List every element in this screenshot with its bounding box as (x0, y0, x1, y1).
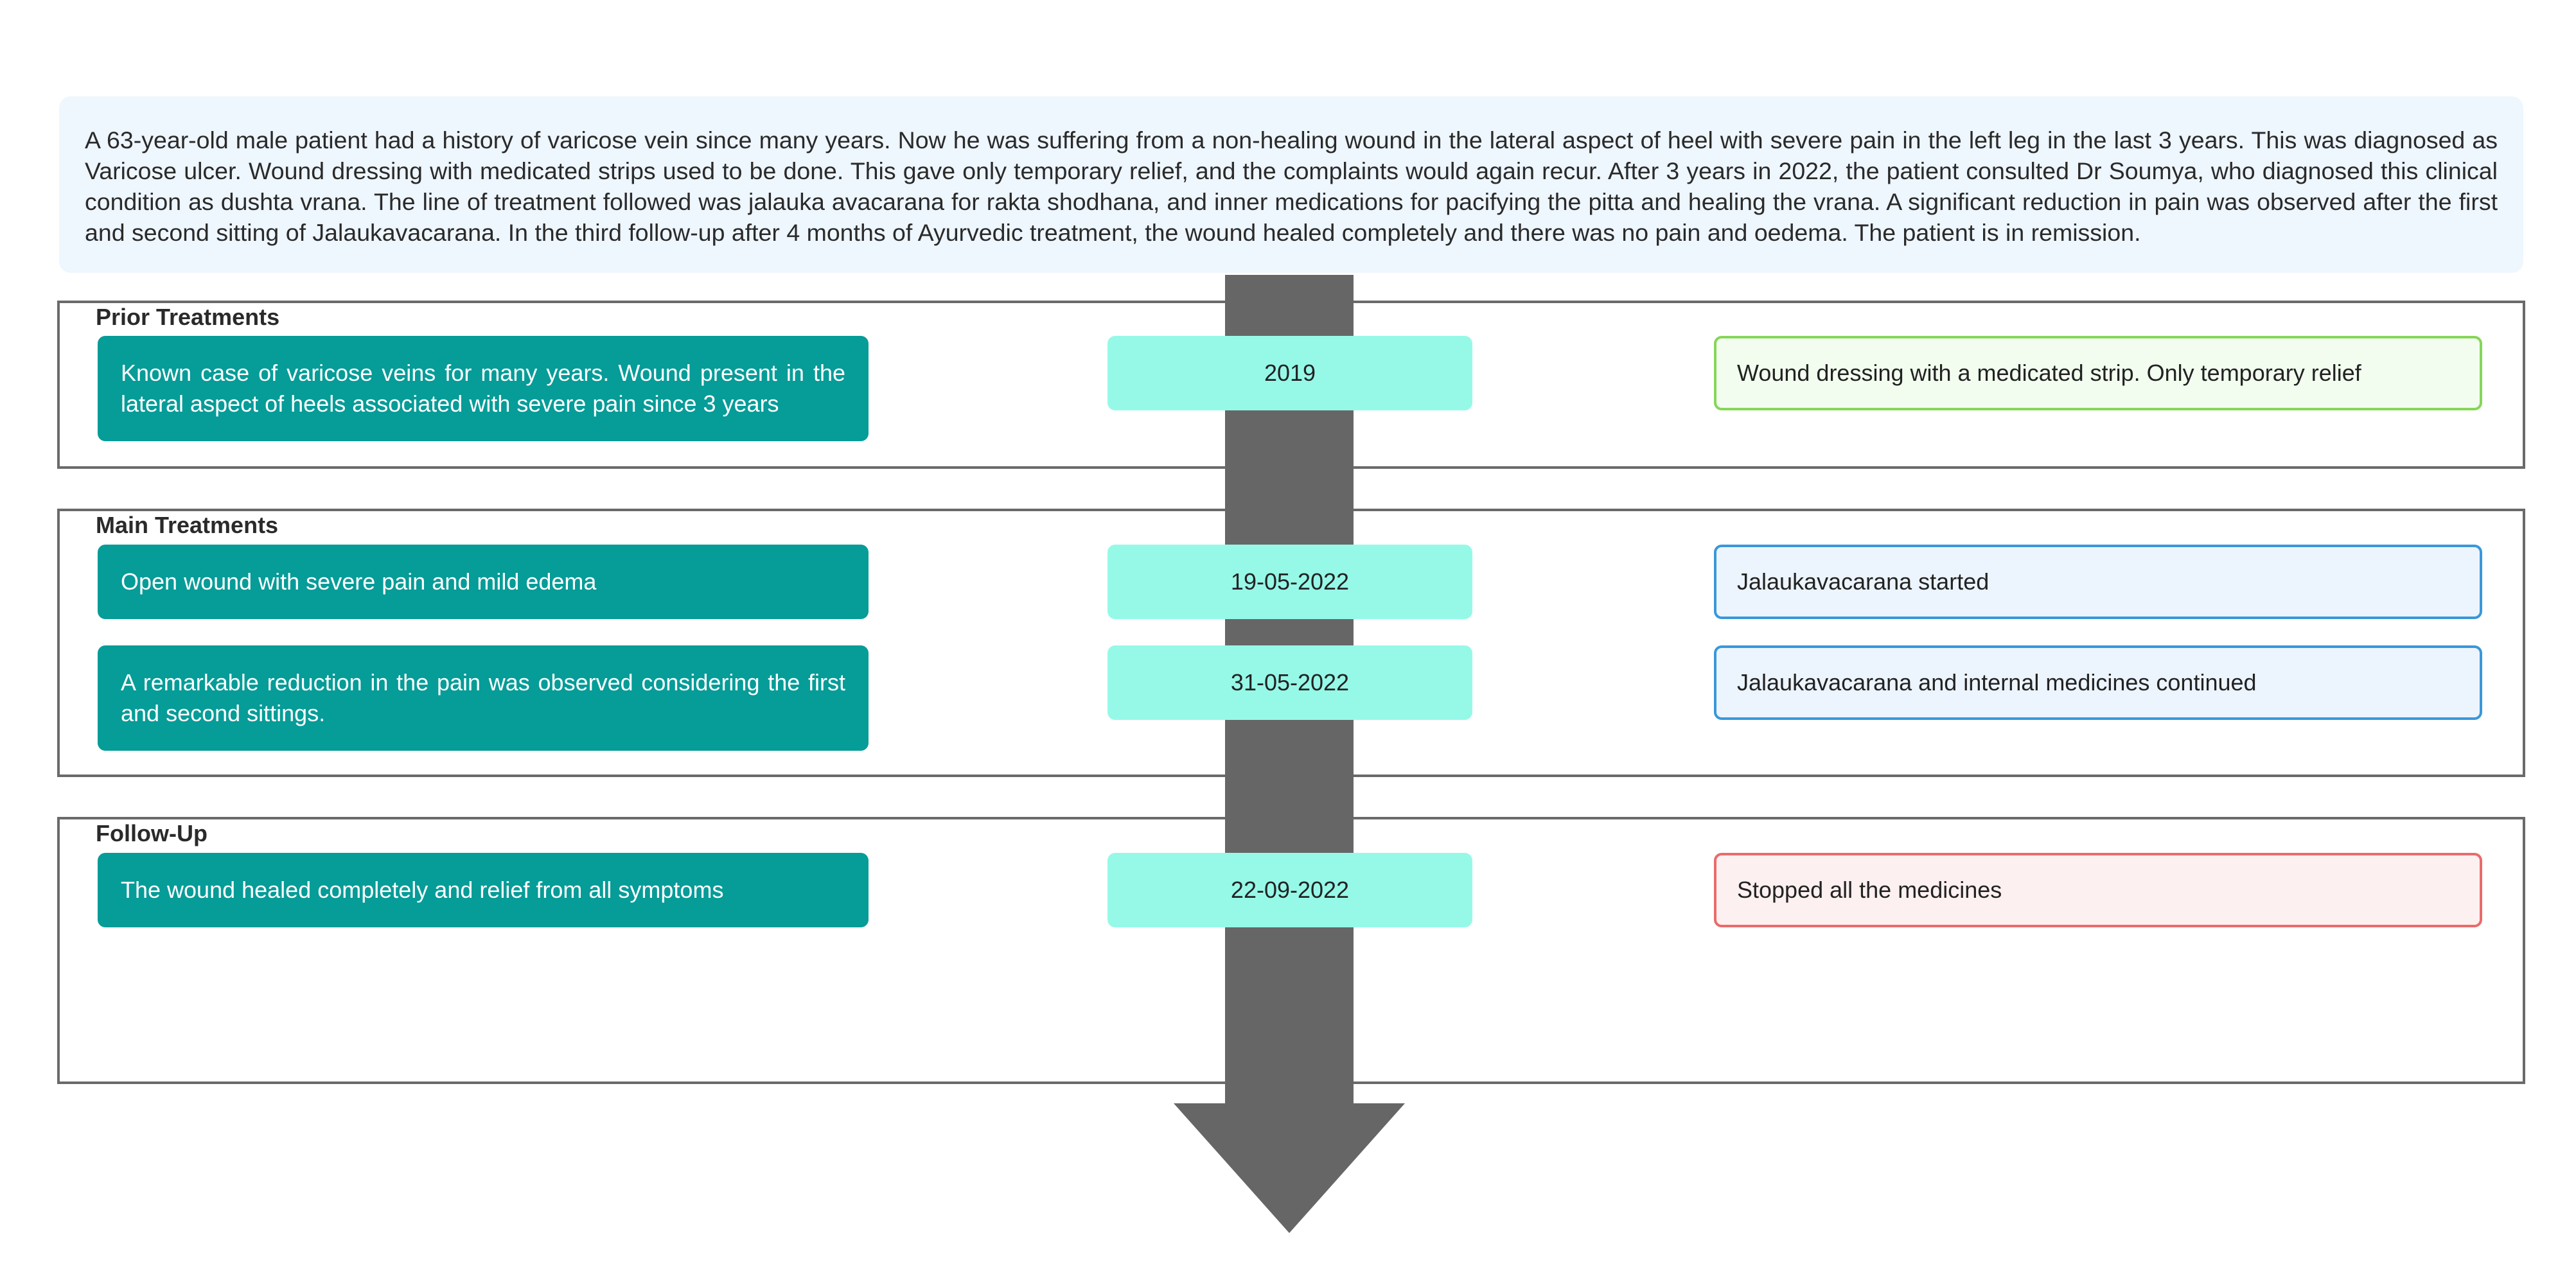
treatment-box: Wound dressing with a medicated strip. O… (1714, 336, 2482, 410)
date-box: 2019 (1107, 336, 1472, 410)
finding-box: Known case of varicose veins for many ye… (98, 336, 869, 441)
case-summary: A 63-year-old male patient had a history… (59, 96, 2523, 273)
timeline-arrow-head (1174, 1103, 1405, 1233)
date-box: 31-05-2022 (1107, 645, 1472, 720)
section-title: Follow-Up (96, 820, 207, 846)
finding-box: The wound healed completely and relief f… (98, 853, 869, 927)
treatment-box: Jalaukavacarana started (1714, 545, 2482, 619)
finding-box: A remarkable reduction in the pain was o… (98, 645, 869, 751)
treatment-box: Stopped all the medicines (1714, 853, 2482, 927)
date-box: 22-09-2022 (1107, 853, 1472, 927)
date-box: 19-05-2022 (1107, 545, 1472, 619)
section-title: Main Treatments (96, 512, 279, 538)
section-title: Prior Treatments (96, 304, 280, 330)
treatment-box: Jalaukavacarana and internal medicines c… (1714, 645, 2482, 720)
finding-box: Open wound with severe pain and mild ede… (98, 545, 869, 619)
